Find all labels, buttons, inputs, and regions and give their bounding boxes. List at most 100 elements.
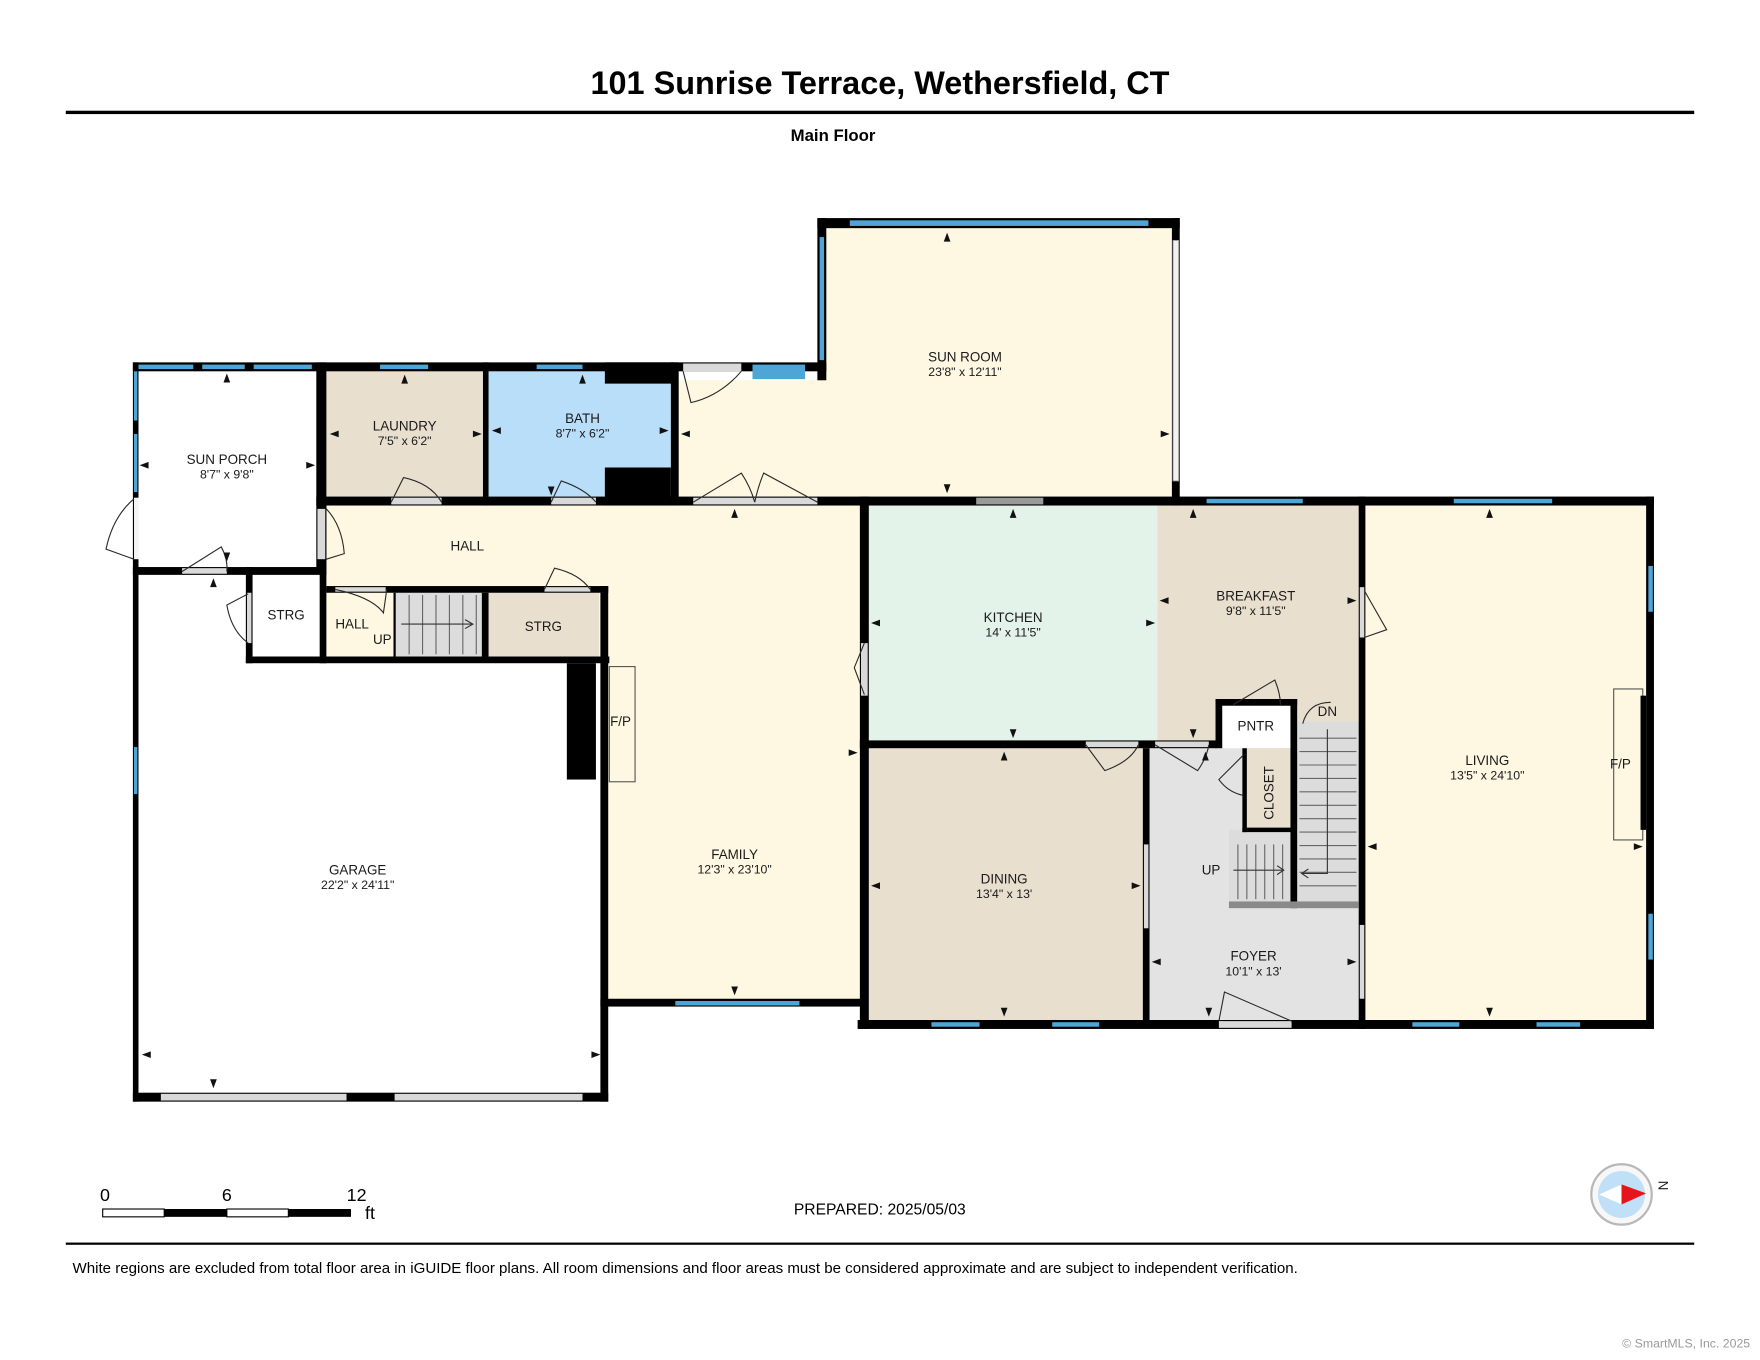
dimension-arrow <box>680 430 690 438</box>
scale-segment <box>102 1208 165 1218</box>
dimension-arrow <box>139 461 149 469</box>
dimension-arrow <box>401 374 409 384</box>
floor-name: Main Floor <box>791 126 876 145</box>
room-name-hall-small: HALL <box>335 617 369 632</box>
door-swing <box>1085 744 1139 772</box>
door-swing <box>325 508 345 560</box>
room-hall-family <box>326 505 860 999</box>
dimension-arrow <box>1009 508 1017 518</box>
room-name-pantry: PNTR <box>1238 718 1275 733</box>
scale-unit: ft <box>365 1203 375 1223</box>
fireplace-family <box>608 666 636 783</box>
dimension-arrow <box>1146 619 1156 627</box>
door-swing <box>682 370 742 404</box>
door-opening <box>1218 1021 1292 1028</box>
dimension-arrow <box>579 374 586 384</box>
dimension-arrow <box>848 749 858 757</box>
dimension-arrow <box>223 552 231 562</box>
door-opening <box>1155 741 1209 748</box>
door-swing <box>1363 590 1388 639</box>
room-living <box>1365 505 1647 1020</box>
window <box>138 364 194 370</box>
title-rule <box>65 110 1695 115</box>
dimension-arrow <box>491 427 501 434</box>
dimension-arrow <box>1347 597 1357 604</box>
wall <box>604 467 671 506</box>
dimension-arrow <box>210 578 217 588</box>
wall <box>132 1092 609 1102</box>
door-opening <box>544 587 591 592</box>
dimension-arrow <box>1486 508 1493 518</box>
wall <box>600 586 609 1102</box>
room-dims-sun-room: 23'8" x 12'11" <box>928 365 1001 379</box>
door-opening <box>1359 587 1365 638</box>
wall <box>1215 699 1223 749</box>
room-name-laundry: LAUNDRY <box>373 419 437 434</box>
door-opening <box>551 497 596 505</box>
compass-north-label: N <box>1655 1181 1670 1191</box>
room-sun-room <box>677 228 1174 497</box>
wall <box>1290 699 1298 909</box>
stairs-foyer-up <box>1228 829 1291 902</box>
door-opening <box>1143 844 1149 929</box>
door-opening <box>391 497 442 505</box>
room-name-closet: CLOSET <box>1262 766 1277 820</box>
window <box>202 364 245 370</box>
stairs-down-steps <box>1299 729 1357 887</box>
wall <box>1242 748 1247 833</box>
scale-segment <box>288 1209 351 1217</box>
wall <box>319 505 327 664</box>
room-name-garage: GARAGE <box>329 863 386 878</box>
room-garage <box>139 574 601 1093</box>
room-closet <box>1246 748 1291 828</box>
stairs-up-label-hall: UP <box>373 632 392 647</box>
room-name-sun-room: SUN ROOM <box>928 349 1002 364</box>
window <box>1052 1022 1100 1027</box>
dimension-arrow <box>1189 508 1197 518</box>
room-name-living: LIVING <box>1465 753 1509 768</box>
door-swing <box>1218 991 1292 1022</box>
window <box>134 747 138 795</box>
window <box>1648 913 1653 960</box>
room-name-bath: BATH <box>565 411 600 426</box>
stairs-landing-edge <box>1228 901 1359 909</box>
room-name-foyer: FOYER <box>1230 949 1277 964</box>
room-dims-garage: 22'2" x 24'11" <box>321 878 394 892</box>
wall <box>482 362 489 506</box>
window <box>380 364 429 370</box>
wall <box>481 592 489 657</box>
window <box>134 433 138 493</box>
wall <box>859 740 1217 749</box>
room-laundry <box>326 371 483 497</box>
dimension-arrow <box>731 508 738 518</box>
room-name-dining: DINING <box>981 872 1028 887</box>
dimension-arrow <box>1159 597 1169 604</box>
dimension-arrow <box>871 882 880 890</box>
wall <box>132 362 827 372</box>
window <box>1172 240 1180 482</box>
door-swing <box>692 472 756 503</box>
wall <box>1358 496 1366 1029</box>
door-opening <box>182 568 227 574</box>
window <box>1206 498 1303 504</box>
scale-label-12: 12 <box>347 1185 367 1205</box>
dimension-arrow <box>943 232 951 242</box>
wall <box>316 362 327 569</box>
dimension-arrow <box>1151 958 1161 966</box>
room-breakfast <box>1157 505 1359 741</box>
wall <box>132 362 139 1102</box>
stairs-foyer-steps <box>1233 844 1285 900</box>
dimension-arrow <box>1000 1007 1008 1017</box>
dimension-arrow <box>1205 1007 1213 1017</box>
dimension-arrow <box>1202 751 1209 761</box>
door-opening <box>860 643 868 696</box>
door-opening <box>1085 741 1139 748</box>
prepared-date: PREPARED: 2025/05/03 <box>794 1202 966 1219</box>
room-dims-laundry: 7'5" x 6'2" <box>378 434 432 448</box>
dimension-arrow <box>547 486 555 496</box>
wall <box>132 567 327 575</box>
door-swing <box>1218 755 1243 796</box>
wall <box>393 592 396 657</box>
dimension-arrow <box>329 430 339 438</box>
